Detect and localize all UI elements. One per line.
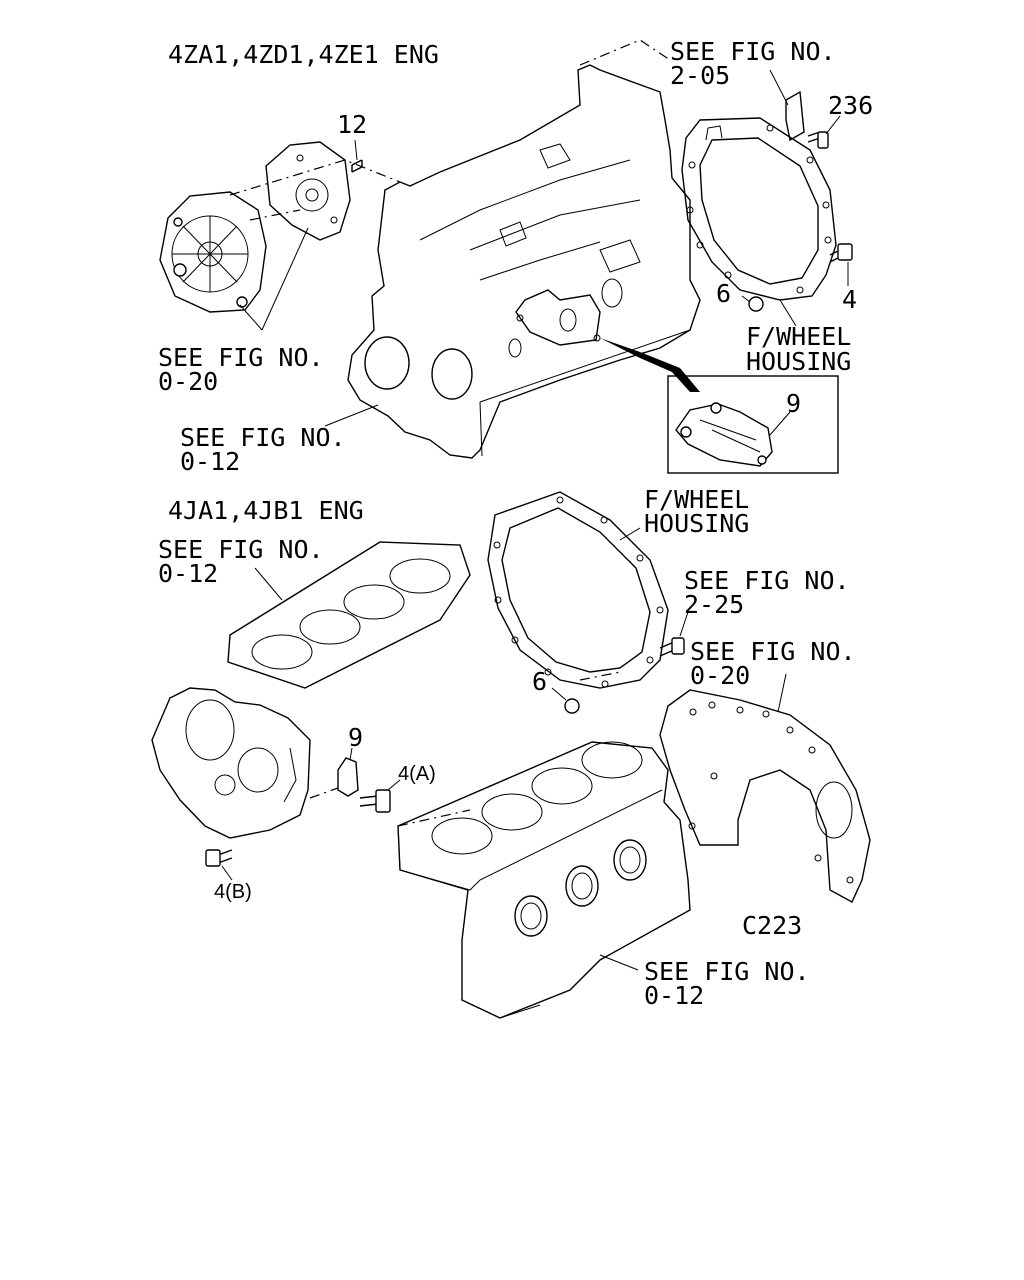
bottom-code: C223 [742, 911, 802, 940]
callout-arrow [600, 338, 700, 392]
bottom-ref-020-line1: SEE FIG NO. [690, 637, 856, 666]
bottom-ref-020-line2: 0-20 [690, 661, 750, 690]
bottom-ref-012a-line1: SEE FIG NO. [158, 535, 324, 564]
top-front-cover-assembly [159, 141, 363, 313]
bottom-part-9: 9 [348, 723, 363, 752]
leader-bottom-012b [599, 954, 639, 971]
bottom-centerline-1 [309, 787, 471, 827]
leader-top-020 [239, 227, 309, 331]
top-ref-020-line2: 0-20 [158, 367, 218, 396]
top-ref-012-line2: 0-12 [180, 447, 240, 476]
top-engine-block [347, 64, 701, 459]
bottom-ref-012b-line2: 0-12 [644, 981, 704, 1010]
bottom-part-6: 6 [532, 667, 547, 696]
leader-bottom-020 [777, 673, 787, 713]
top-ref-205-line2: 2-05 [670, 61, 730, 90]
bottom-flywheel-housing [487, 491, 669, 689]
top-housing-line2: HOUSING [746, 347, 851, 376]
top-housing-line1: F/WHEEL [746, 322, 851, 351]
top-part-9: 9 [786, 389, 801, 418]
bottom-front-plate [151, 687, 311, 839]
bottom-engine-block [397, 741, 691, 1019]
leader-bottom-housing [619, 527, 641, 541]
leader-part-12 [354, 139, 358, 161]
top-flywheel-housing [681, 117, 837, 301]
top-ref-205-line1: SEE FIG NO. [670, 37, 836, 66]
top-centerline-2 [249, 209, 301, 221]
bottom-rear-plate [659, 689, 871, 903]
top-centerline-1 [229, 159, 401, 196]
bottom-head-gasket [227, 541, 471, 689]
bottom-bolt-225 [659, 611, 689, 657]
top-part-4: 4 [842, 285, 857, 314]
top-bolt-236 [807, 115, 841, 149]
top-part-6: 6 [716, 279, 731, 308]
leader-top-housing [779, 299, 797, 327]
top-nut-6 [741, 295, 764, 312]
leader-bottom-012a [254, 567, 283, 601]
detail-box-bracket-9 [667, 375, 839, 474]
top-bracket-205 [785, 90, 805, 142]
top-ref-020-line1: SEE FIG NO. [158, 343, 324, 372]
bottom-ref-225-line1: SEE FIG NO. [684, 566, 850, 595]
top-ref-012-line1: SEE FIG NO. [180, 423, 346, 452]
bottom-part-4a: 4(A) [398, 763, 436, 785]
bottom-bracket-9 [337, 747, 359, 797]
top-engine-label: 4ZA1,4ZD1,4ZE1 ENG [168, 40, 439, 69]
bottom-engine-label: 4JA1,4JB1 ENG [168, 496, 364, 525]
bottom-bolt-4b [205, 849, 233, 881]
leader-top-012 [324, 404, 379, 427]
bottom-housing-line2: HOUSING [644, 509, 749, 538]
bottom-centerline-2 [579, 671, 621, 681]
top-part-12: 12 [337, 110, 367, 139]
bottom-ref-012b-line1: SEE FIG NO. [644, 957, 810, 986]
bottom-ref-012a-line2: 0-12 [158, 559, 218, 588]
bottom-bolt-4a [359, 779, 401, 813]
bottom-housing-line1: F/WHEEL [644, 485, 749, 514]
top-bolt-4 [829, 243, 853, 286]
leader-205 [769, 69, 789, 106]
top-centerline-3 [579, 39, 671, 66]
top-part-236: 236 [828, 91, 873, 120]
bottom-part-4b: 4(B) [214, 881, 252, 903]
bottom-ref-225-line2: 2-25 [684, 590, 744, 619]
bottom-nut-6 [551, 687, 580, 714]
